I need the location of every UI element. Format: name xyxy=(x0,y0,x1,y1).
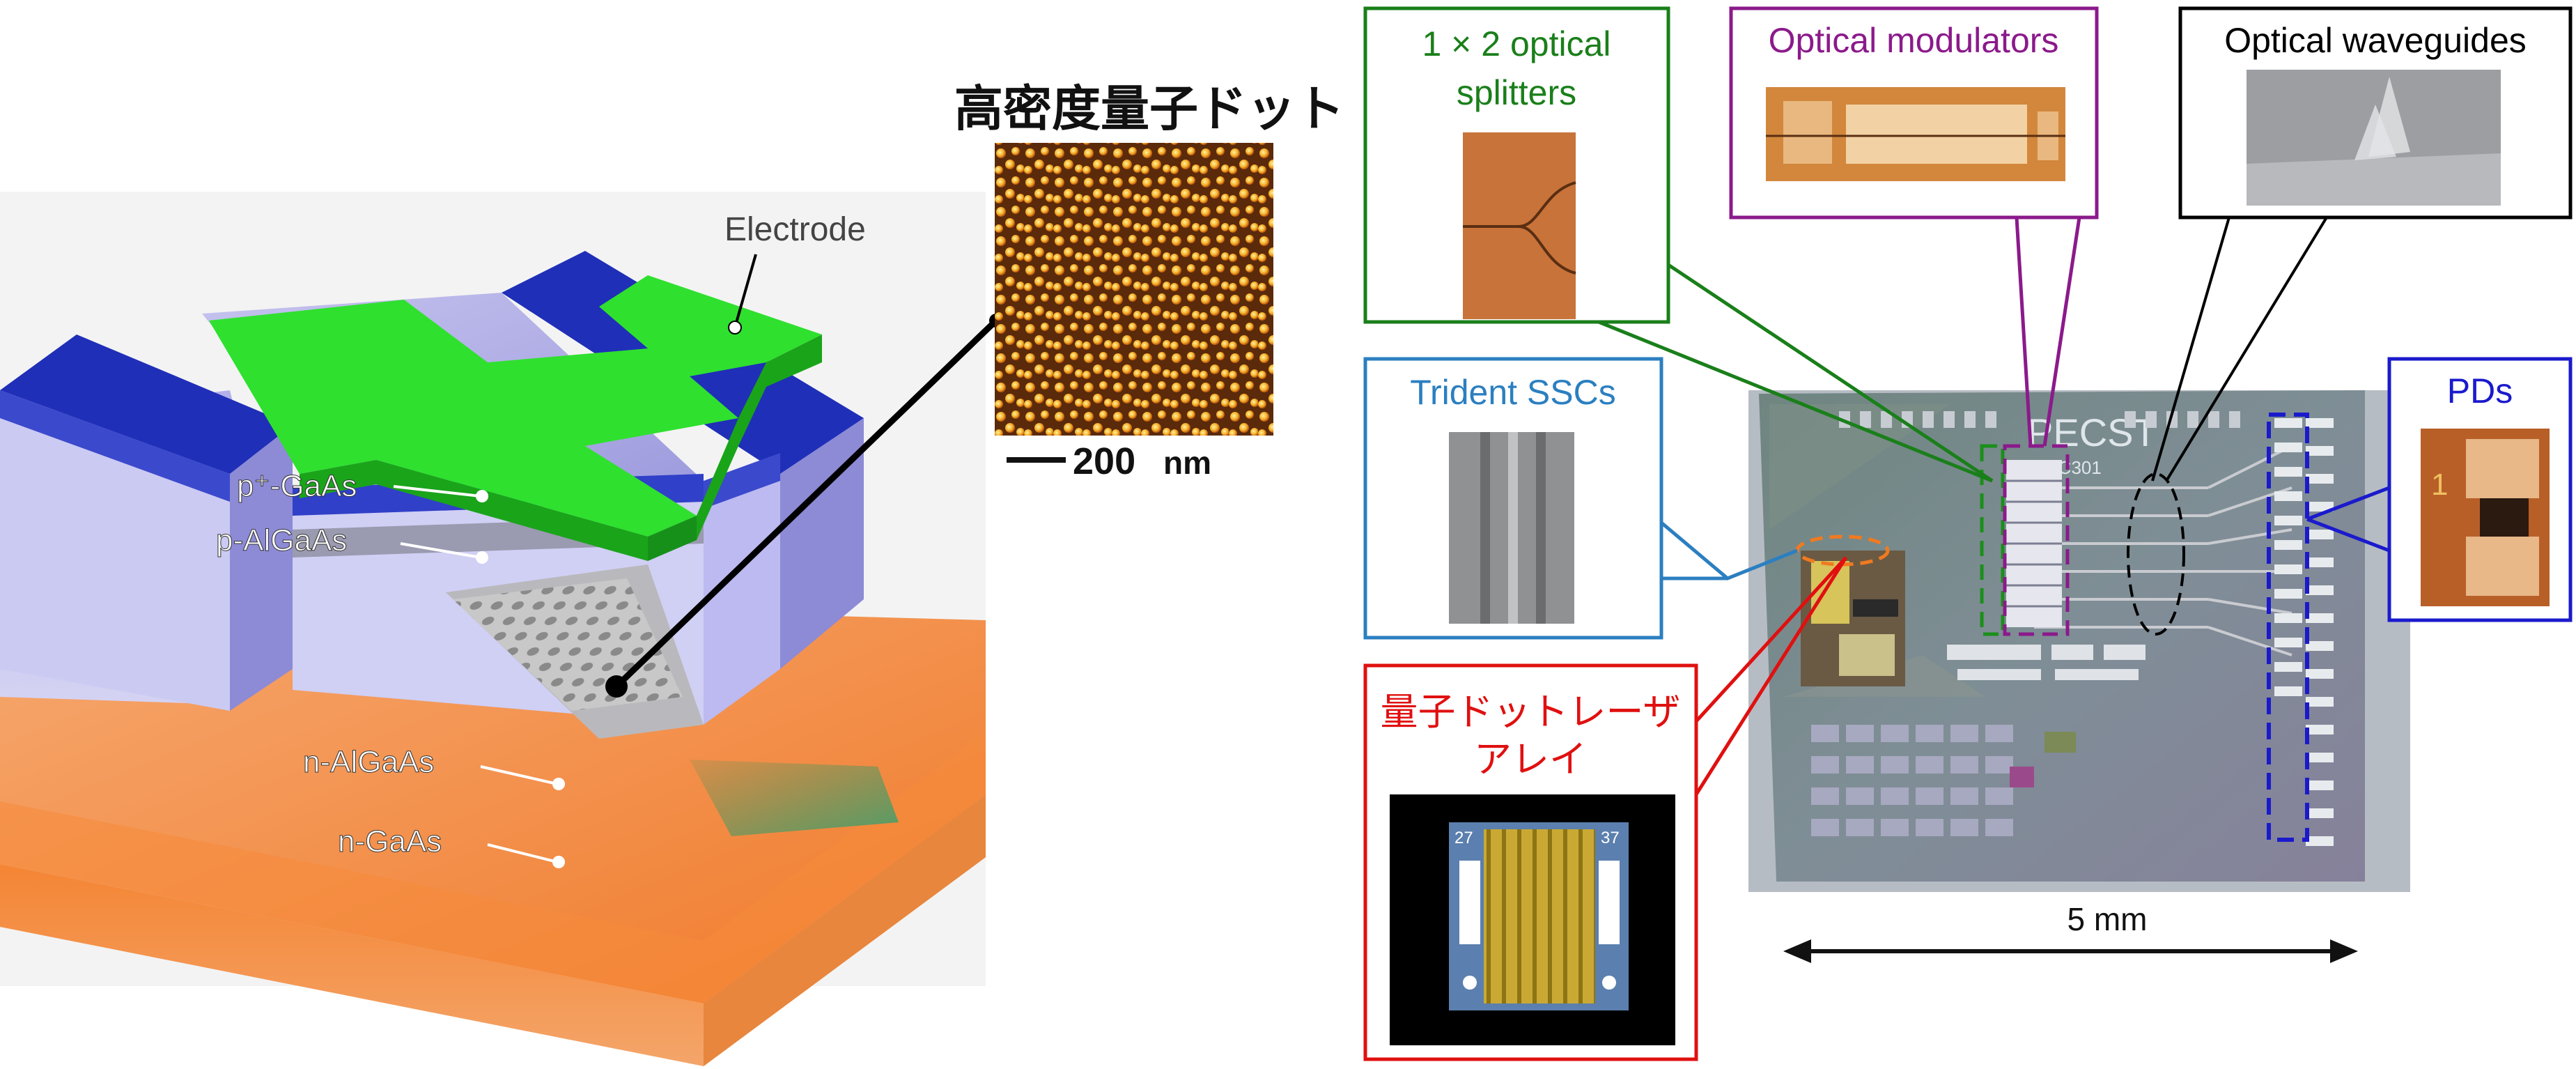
n-gaas-label: n-GaAs xyxy=(338,824,442,859)
pds-title: PDs xyxy=(2447,371,2513,410)
callout-splitters: 1 × 2 optical splitters xyxy=(1363,6,1994,483)
laser-output-beam xyxy=(690,760,899,836)
n-gaas-layer xyxy=(0,794,986,1066)
splitter-marker xyxy=(1980,444,2005,636)
electrode xyxy=(209,275,822,561)
chip-photo: PECST PEC301 xyxy=(1748,390,2410,892)
chip-scale: 5 mm xyxy=(1783,901,2358,963)
p-gaas-label: p⁺-GaAs xyxy=(237,469,357,503)
p-algaas-label: p-AlGaAs xyxy=(216,523,347,557)
laser-structure-diagram: Electrode p⁺-GaAs p-AlGaAs n-AlGaAs n-Ga… xyxy=(0,192,1003,1066)
callout-ssc: Trident SSCs xyxy=(1363,357,1798,640)
pd-marker xyxy=(2267,413,2309,842)
quantum-dot-inset: 高密度量子ドット 200 nm xyxy=(954,82,1344,482)
chip-green-pad xyxy=(2044,732,2076,753)
ssc-title: Trident SSCs xyxy=(1410,373,1615,412)
chip-top-pads xyxy=(1839,411,2240,428)
callout-waveguides: Optical waveguides xyxy=(2151,6,2573,482)
waveguides-title: Optical waveguides xyxy=(2224,21,2527,60)
electrode-label: Electrode xyxy=(724,211,866,248)
layer-labels: Electrode p⁺-GaAs p-AlGaAs n-AlGaAs n-Ga… xyxy=(216,211,866,868)
chip-middle-pads xyxy=(1947,645,2146,680)
chip-pd-column xyxy=(2274,418,2334,846)
qd-inset-leader xyxy=(614,318,999,689)
pd-pad-number: 1 xyxy=(2431,468,2448,502)
chip-modulator-lines xyxy=(2006,479,2062,608)
callout-laser-array: 量子ドットレーザ アレイ 27 37 xyxy=(1363,556,1848,1061)
left-ridge-block xyxy=(0,334,293,711)
callout-pds: PDs 1 xyxy=(2306,357,2573,622)
qd-afm-image xyxy=(995,143,1273,436)
waveguide-marker xyxy=(2127,472,2185,636)
chip-scale-label: 5 mm xyxy=(2067,901,2148,937)
qd-inset-title: 高密度量子ドット xyxy=(954,82,1344,136)
chip-bottom-pads xyxy=(1811,725,2013,836)
laser-array-tag-left: 27 xyxy=(1454,829,1473,847)
callout-modulators: Optical modulators xyxy=(1729,6,2099,447)
modulator-marker xyxy=(2003,444,2070,636)
n-algaas-label: n-AlGaAs xyxy=(303,745,434,779)
laser-array-tag-right: 37 xyxy=(1601,829,1620,847)
chip-magenta-pad xyxy=(2010,767,2034,787)
electrode-leader xyxy=(734,254,757,328)
qd-scale-unit: nm xyxy=(1163,445,1211,481)
qd-scale-value: 200 xyxy=(1073,440,1135,482)
splitters-title-line1: 1 × 2 optical xyxy=(1422,24,1611,63)
n-algaas-layer xyxy=(0,599,986,1003)
laser-array-title-line2: アレイ xyxy=(1474,739,1587,780)
splitters-title-line2: splitters xyxy=(1457,73,1576,112)
laser-array-title-line1: 量子ドットレーザ xyxy=(1381,691,1681,733)
modulators-title: Optical modulators xyxy=(1769,21,2059,60)
